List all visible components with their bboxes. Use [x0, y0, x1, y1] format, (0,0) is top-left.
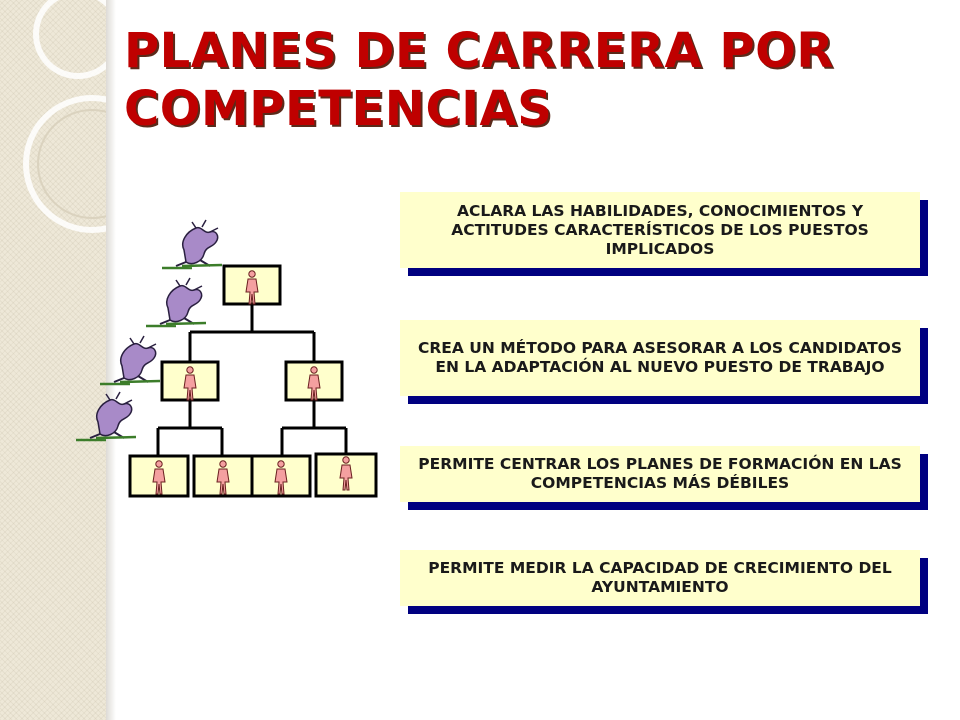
- runner-icon: [74, 390, 138, 442]
- info-box-4-text: PERMITE MEDIR LA CAPACIDAD DE CRECIMIENT…: [400, 550, 920, 606]
- title-line-1: PLANES DE CARRERA POR: [124, 23, 834, 79]
- info-box-2-text: CREA UN MÉTODO PARA ASESORAR A LOS CANDI…: [400, 320, 920, 396]
- decorative-left-band: [0, 0, 106, 720]
- org-box-mid-left: [160, 360, 220, 402]
- title-line-2: COMPETENCIAS: [124, 81, 553, 137]
- org-box-bottom-4: [314, 452, 378, 498]
- org-box-bottom-2: [192, 454, 254, 498]
- page-title: PLANES DE CARRERA POR COMPETENCIAS: [124, 22, 834, 138]
- org-box-mid-right: [284, 360, 344, 402]
- org-box-bottom-1: [128, 454, 190, 498]
- org-chart-connectors: [156, 302, 348, 456]
- info-box-1-text: ACLARA LAS HABILIDADES, CONOCIMIENTOS Y …: [400, 192, 920, 268]
- org-box-top: [222, 264, 282, 306]
- org-chart-illustration: [74, 218, 378, 498]
- info-box-1: ACLARA LAS HABILIDADES, CONOCIMIENTOS Y …: [400, 192, 928, 276]
- runner-icon: [144, 276, 208, 328]
- decorative-circles: [23, 0, 106, 233]
- org-box-bottom-3: [250, 454, 312, 498]
- info-box-4: PERMITE MEDIR LA CAPACIDAD DE CRECIMIENT…: [400, 550, 928, 614]
- band-shadow: [106, 0, 116, 720]
- info-box-3-text: PERMITE CENTRAR LOS PLANES DE FORMACIÓN …: [400, 446, 920, 502]
- info-box-3: PERMITE CENTRAR LOS PLANES DE FORMACIÓN …: [400, 446, 928, 510]
- runner-icon: [160, 218, 224, 270]
- info-box-2: CREA UN MÉTODO PARA ASESORAR A LOS CANDI…: [400, 320, 928, 404]
- runner-icon: [98, 334, 162, 386]
